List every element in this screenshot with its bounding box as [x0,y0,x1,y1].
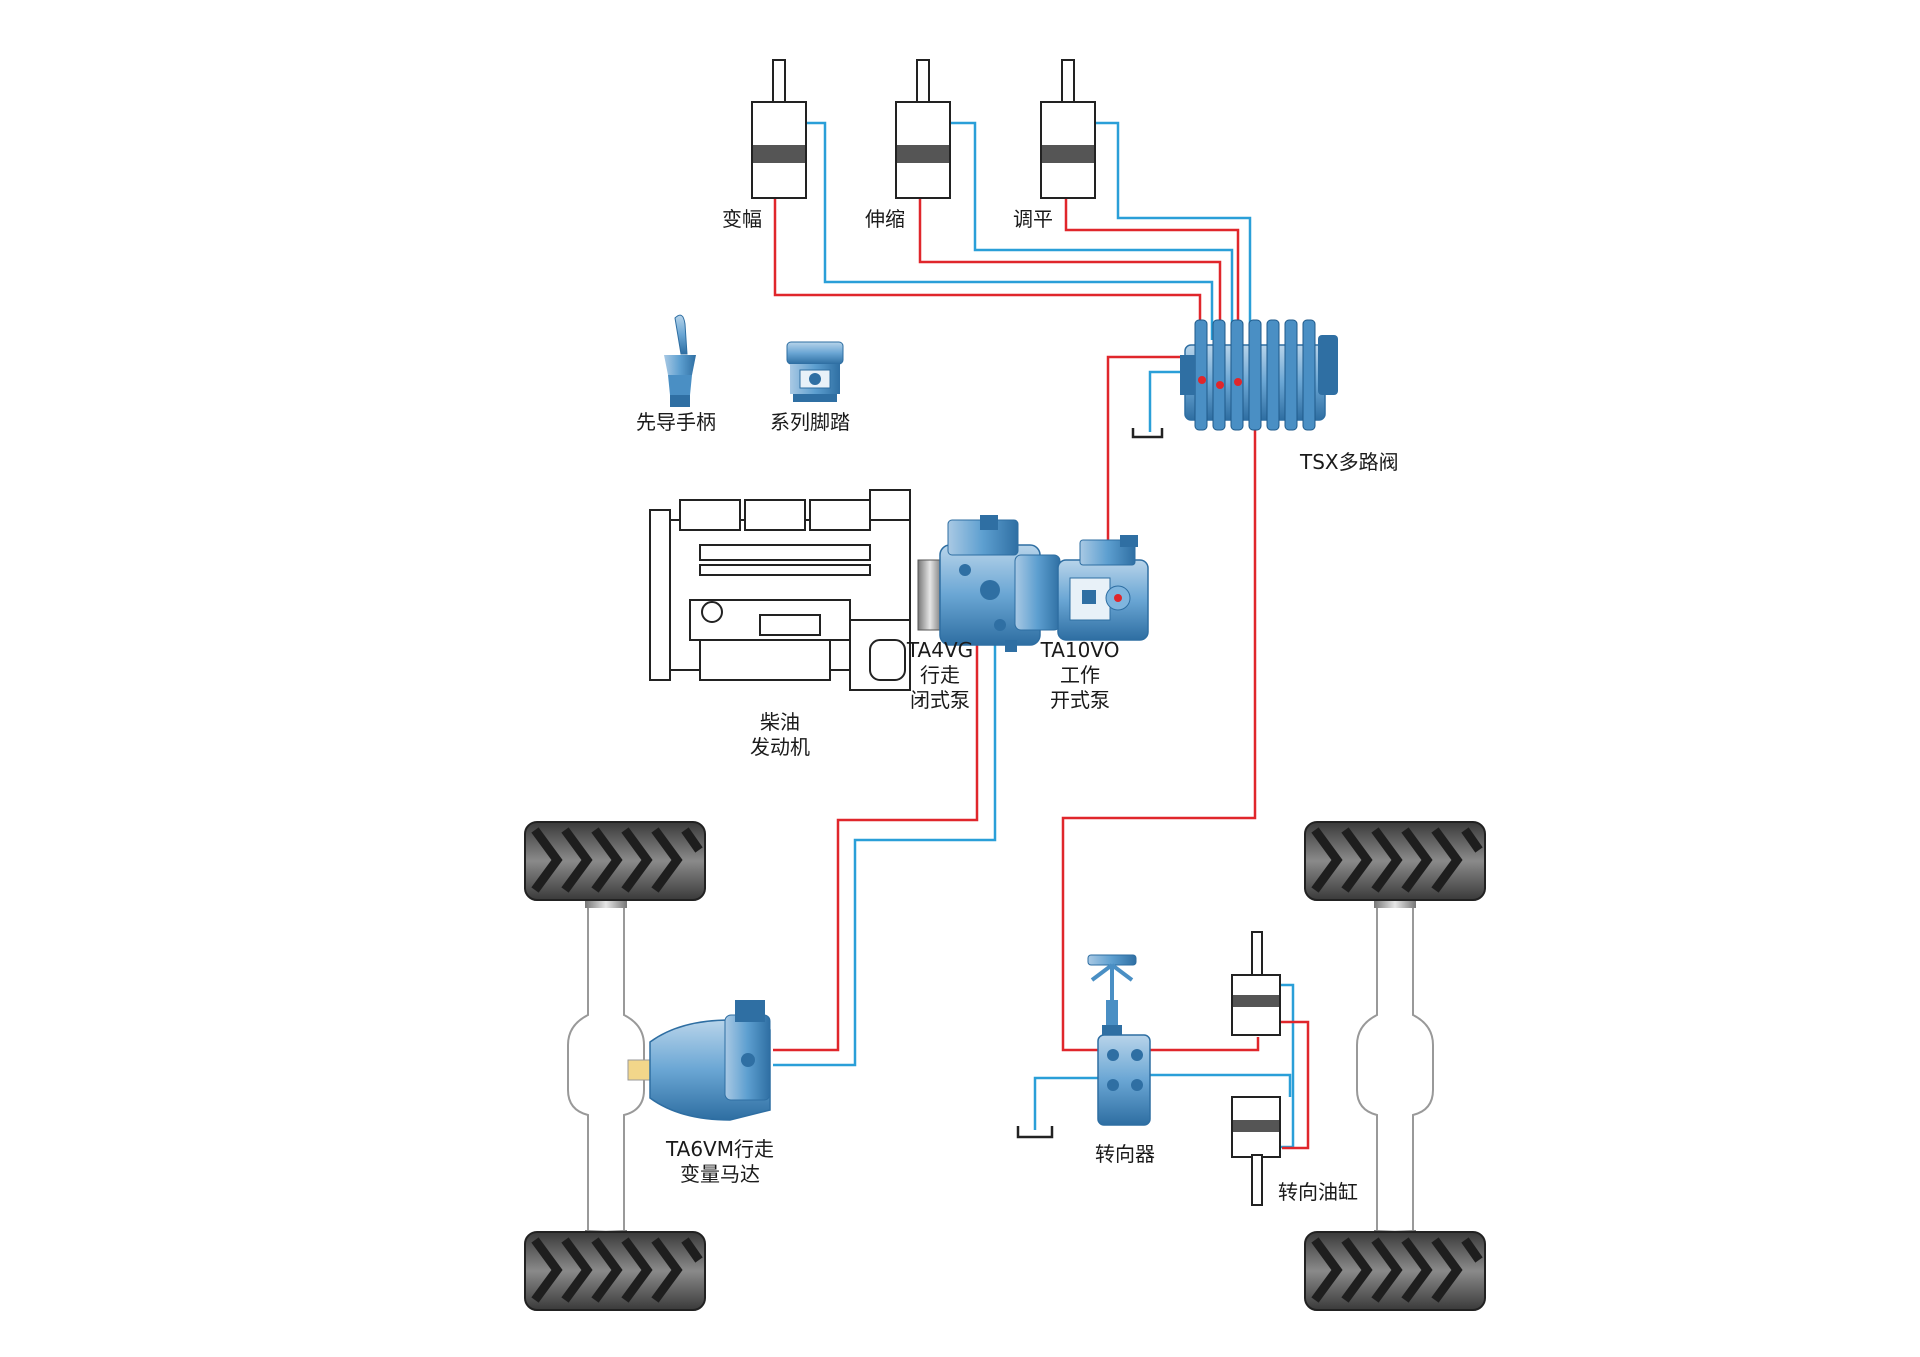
line-steer-to-cyl-top [1150,1037,1260,1052]
label-ta4vg-line2: 行走 [920,663,960,687]
label-leveling: 调平 [1013,207,1053,231]
label-engine: 柴油 发动机 [720,710,840,760]
label-ta10vo: TA10VO 工作 开式泵 [1025,638,1135,713]
line-leveling-pressure [1064,190,1240,340]
line-cyl-cross-blue [1280,983,1295,1149]
right-axle [1356,880,1434,1258]
line-cyl-cross-red [1280,1020,1310,1150]
ta4vg-closed-pump-icon [917,515,1061,652]
line-openpump-to-valve [1106,355,1190,585]
pilot-handle-icon [664,314,696,407]
line-telescope-pressure [918,190,1222,340]
label-steering-cylinder: 转向油缸 [1278,1180,1358,1204]
label-steering-unit: 转向器 [1095,1142,1155,1166]
label-ta6vm-line2: 变量马达 [680,1162,760,1186]
cylinder-luffing [751,59,807,199]
label-ta4vg-line1: TA4VG [906,638,974,662]
tire-front-right [1305,822,1485,900]
line-closedpump-return [773,640,997,1067]
label-luffing: 变幅 [722,207,762,231]
steering-unit-icon [1087,954,1151,1126]
label-engine-line2: 发动机 [750,735,810,759]
tire-rear-right [1305,1232,1485,1310]
tank-symbol-valve [1131,428,1164,439]
line-luffing-pressure [773,190,1202,340]
label-ta4vg-line3: 闭式泵 [910,688,970,712]
tsx-valve-icon [1180,319,1338,431]
line-steer-to-cyl-bottom [1150,1073,1292,1097]
ta6vm-motor-icon [627,1000,771,1121]
line-valve-to-steering [1061,420,1257,1052]
label-engine-line1: 柴油 [760,710,800,734]
ta10vo-open-pump-icon [1057,535,1149,641]
label-tsx-valve: TSX多路阀 [1300,450,1399,474]
label-ta10vo-line2: 工作 [1060,663,1100,687]
foot-pedal-icon [786,341,844,402]
label-ta10vo-line1: TA10VO [1040,638,1120,662]
line-steer-tank [1033,1076,1100,1130]
label-telescope: 伸缩 [865,207,905,231]
line-telescope-return [950,121,1234,340]
line-closedpump-pressure [773,640,979,1052]
label-ta10vo-line3: 开式泵 [1050,688,1110,712]
label-ta4vg: TA4VG 行走 闭式泵 [890,638,990,713]
diesel-engine-icon [649,489,911,691]
tank-symbol-steer [1016,1126,1054,1139]
line-luffing-return [805,121,1214,340]
tire-rear-left [525,1232,705,1310]
steering-cylinder-top [1231,931,1281,1036]
cylinder-leveling [1040,59,1096,199]
label-ta6vm-line1: TA6VM行走 [665,1137,774,1161]
tire-front-left [525,822,705,900]
label-pilot-handle: 先导手柄 [636,410,716,434]
cylinder-telescope [895,59,951,199]
label-foot-pedal: 系列脚踏 [770,410,850,434]
label-ta6vm: TA6VM行走 变量马达 [655,1137,785,1187]
line-leveling-return [1094,121,1252,340]
line-valve-tank [1148,370,1190,432]
steering-cylinder-bottom [1231,1096,1281,1206]
